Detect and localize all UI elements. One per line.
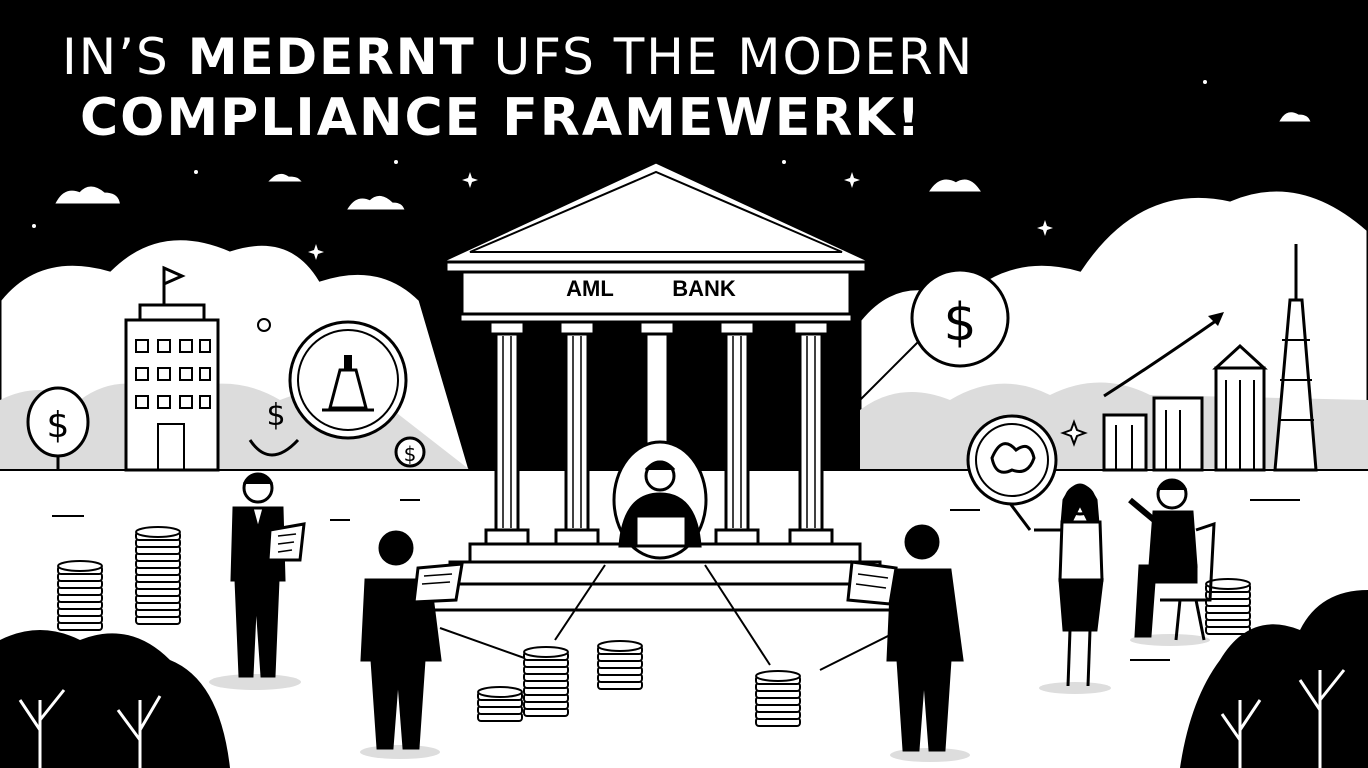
columns <box>484 320 834 546</box>
coin-stack <box>755 670 801 727</box>
city-skyline-right <box>1102 244 1318 472</box>
connection-lines <box>439 564 901 671</box>
alarm-bell-badge-icon <box>288 320 408 440</box>
coin-top <box>477 686 523 698</box>
coin-stack <box>597 640 643 690</box>
growth-arrow <box>1103 316 1221 398</box>
coin-stacks <box>57 526 1251 727</box>
stars <box>32 80 1207 260</box>
ground-dashes <box>52 499 1300 661</box>
headline-word: UFS THE MODERN <box>493 28 975 86</box>
bank-sign-right-text: BANK <box>672 276 736 301</box>
bank-sign-left-text: AML <box>566 276 614 301</box>
coin-top <box>1205 578 1251 590</box>
coin-top <box>523 646 569 658</box>
dollar-sign: $ <box>404 442 417 466</box>
headline-line-1: IN’S MEDERNT UFS THE MODERN <box>62 28 1368 86</box>
headline-line-2: COMPLIANCE FRAMEWERK! <box>80 88 923 148</box>
bush-branches <box>18 669 1346 768</box>
coin-top <box>755 670 801 682</box>
dollar-coin-bubble-icon: $ <box>829 268 1010 431</box>
coin-top <box>597 640 643 652</box>
person-with-tablet-center-left <box>360 530 464 759</box>
sky-clouds <box>55 112 1311 240</box>
seated-man <box>1128 478 1216 646</box>
dollar-sign: $ <box>47 405 70 446</box>
person-with-tablet-left <box>209 472 306 690</box>
aml-bank-building <box>428 160 902 612</box>
woman-presenter <box>1034 483 1111 694</box>
headline-word: IN’S <box>62 28 170 86</box>
coin-stack <box>57 560 103 631</box>
dollar-tree-icon: $ <box>26 386 90 470</box>
headline-word-bold: MEDERNT <box>187 28 476 86</box>
coin-top <box>57 560 103 572</box>
magnifying-glass-icon <box>966 414 1058 531</box>
dollar-arrow-icon: $ <box>248 398 300 457</box>
coin-stack <box>135 526 181 625</box>
coin-top <box>135 526 181 538</box>
small-coin-icon: $ <box>394 436 426 468</box>
coin-stack <box>477 686 523 722</box>
coin-stack <box>523 646 569 717</box>
dollar-sign: $ <box>266 398 285 433</box>
coin-stack <box>1205 578 1251 635</box>
office-building-left <box>124 265 220 472</box>
person-with-tablet-center-right <box>846 524 970 762</box>
dollar-sign: $ <box>943 293 976 353</box>
